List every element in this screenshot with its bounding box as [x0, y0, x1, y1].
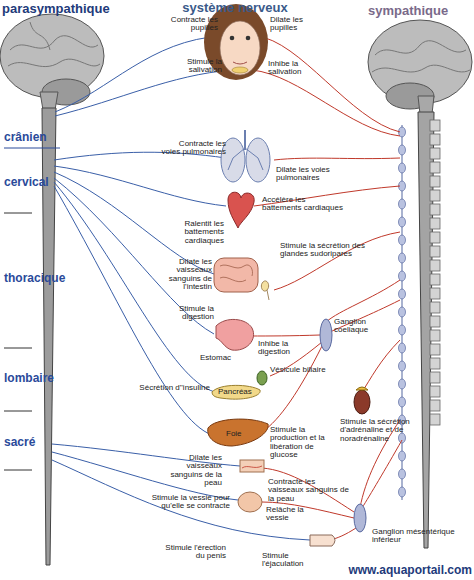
kidney [354, 387, 370, 414]
effect-note: Stimule l'érection du penis [160, 544, 226, 561]
organ-label: Foie [226, 430, 250, 438]
effect-note: Contracte les pupilles [170, 16, 218, 33]
effect-note: Stimule la salivation [172, 58, 222, 75]
sweat-gland [261, 281, 269, 300]
level-label: crânien [4, 131, 64, 144]
effect-note: Stimule la production et la libération d… [270, 426, 336, 460]
effect-note: Dilate les voies pulmonaires [276, 166, 340, 183]
skin [240, 460, 264, 472]
effect-note: Stimule la sécrétion des glandes sudorip… [280, 242, 372, 259]
watermark: www.aquaportail.com [330, 564, 472, 577]
organ-label: Pancréas [218, 388, 258, 396]
heart [228, 192, 254, 228]
ganglion-label: Ganglion coeliaque [334, 318, 396, 335]
ganglion [320, 319, 332, 351]
stomach [216, 319, 254, 350]
side-heading: sympathique [368, 4, 472, 18]
level-label: sacré [4, 436, 64, 449]
effect-note: Sécrétion d''insuline [136, 384, 210, 392]
parasympathetic-brain [0, 14, 104, 110]
effect-note: Contracte les vaisseaux sanguins de la p… [268, 478, 352, 503]
effect-note: Inhibe la digestion [258, 340, 320, 357]
bladder [238, 492, 262, 512]
effect-note: Dilate les vaisseaux sanguins de la peau [160, 454, 222, 488]
penis [310, 535, 335, 546]
effect-note: Relâche la vessie [266, 506, 328, 523]
effect-note: Contracte les voies pulmonaires [160, 140, 226, 157]
effect-note: Inhibe la salivation [268, 60, 320, 77]
vertebrae [430, 120, 440, 425]
effect-note: Dilate les vaisseaux sanguins de l'intes… [158, 258, 212, 292]
lungs [221, 130, 270, 182]
organ-label: Estomac [200, 354, 240, 362]
effect-note: Stimule la vessie pour qu'elle se contra… [150, 494, 230, 511]
side-heading: parasympathique [2, 2, 122, 16]
gallbladder [257, 371, 267, 385]
ganglion [354, 504, 366, 532]
organ-label: Vésicule biliaire [270, 366, 330, 374]
level-label: thoracique [4, 272, 74, 285]
sympathetic-nerves [250, 36, 402, 540]
liver [208, 419, 268, 446]
sympathetic-brain [368, 20, 472, 114]
level-ticks [4, 148, 60, 470]
level-label: cervical [4, 176, 64, 189]
diagram-title: système nerveux [150, 1, 320, 15]
effect-note: Accélère les battements cardiaques [262, 196, 344, 213]
parasympathetic-nerves [52, 36, 310, 540]
effect-note: Stimule la sécrétion d'adrénaline et de … [340, 418, 430, 443]
intestine [214, 258, 258, 292]
effect-note: Stimule la digestion [168, 305, 214, 322]
level-label: lombaire [4, 372, 74, 385]
effect-note: Stimule l'éjaculation [262, 552, 332, 569]
pancreas [212, 385, 260, 399]
effect-note: Dilate les pupilles [270, 16, 318, 33]
effect-note: Ralentit les battements cardiaques [168, 220, 224, 245]
ganglion-label: Ganglion mésentérique inférieur [372, 528, 468, 545]
